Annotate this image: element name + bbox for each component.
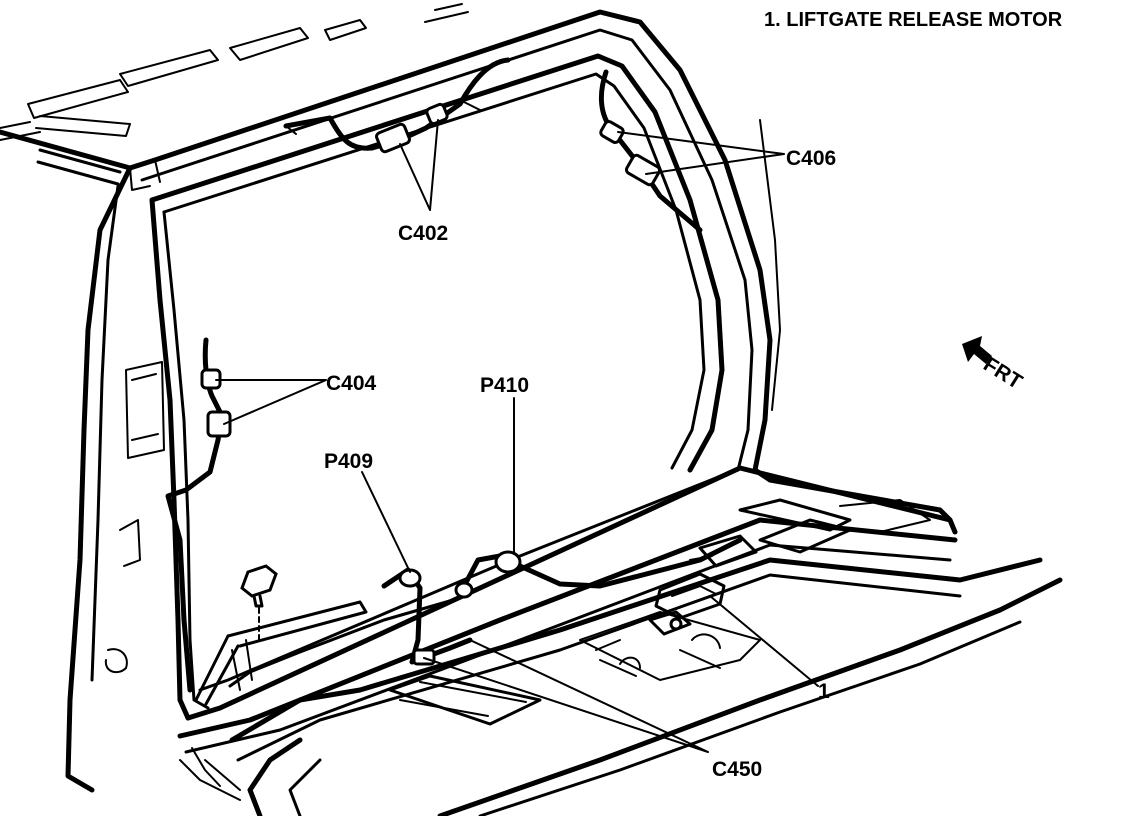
front-direction-indicator: FRT: [962, 336, 1026, 394]
leader-lines: [215, 119, 819, 753]
cargo-floor: [177, 465, 1063, 816]
label-c402: C402: [398, 222, 448, 245]
roof-stripes: [0, 3, 469, 186]
c406-connector-a: [599, 120, 625, 144]
label-c450: C450: [712, 758, 762, 781]
label-item-1: 1: [818, 680, 830, 703]
bolt: [240, 564, 278, 643]
label-c406: C406: [786, 147, 836, 170]
c450-connector-a: [454, 581, 474, 599]
c406-connector-b: [624, 153, 662, 187]
legend-item-1: 1. LIFTGATE RELEASE MOTOR: [764, 9, 1063, 31]
wiring-harness: [165, 57, 743, 693]
label-c404: C404: [326, 372, 377, 395]
c450-connector-b: [412, 648, 436, 666]
front-arrow-icon: [962, 336, 992, 364]
c402-connector-b: [425, 102, 449, 126]
label-p409: P409: [324, 450, 373, 473]
p410-grommet: [494, 550, 522, 574]
label-p410: P410: [480, 374, 529, 397]
c404-connector-b: [206, 410, 232, 438]
